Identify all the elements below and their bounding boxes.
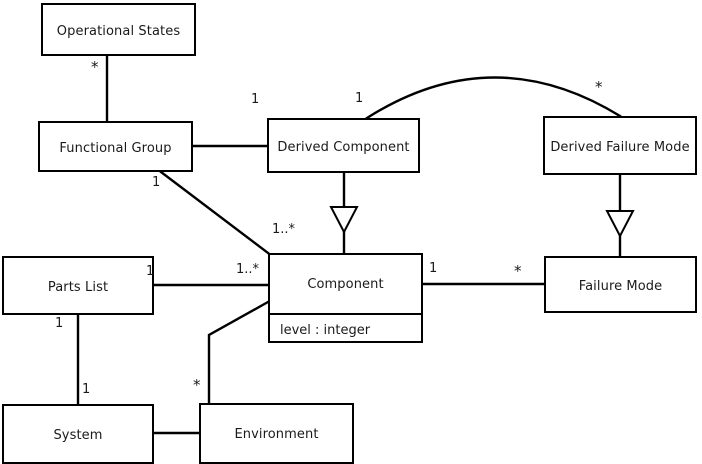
edge-component-environment: [207, 300, 270, 405]
class-derived-component[interactable]: Derived Component: [267, 118, 420, 173]
multiplicity-parts-list-bottom: 1: [55, 316, 64, 331]
class-name-operational-states: Operational States: [56, 24, 181, 39]
class-name-system: System: [53, 427, 103, 443]
generalization-edge-derivedfailuremode-failuremode: [605, 175, 635, 256]
class-failure-mode[interactable]: Failure Mode: [544, 256, 697, 313]
multiplicity-derived-component-left: 1: [251, 92, 260, 107]
class-parts-list[interactable]: Parts List: [2, 256, 154, 315]
multiplicity-component-diagonal: 1..*: [272, 222, 296, 237]
multiplicity-environment-top: *: [193, 376, 201, 394]
multiplicity-parts-list-right: 1: [146, 264, 155, 279]
multiplicity-component-left: 1..*: [236, 262, 260, 277]
multiplicity-arc-right: *: [595, 78, 603, 96]
class-attribute-component-level: level : integer: [270, 313, 421, 345]
multiplicity-system-top: 1: [82, 382, 91, 397]
multiplicity-functional-group-diagonal: 1: [152, 175, 161, 190]
class-component[interactable]: Component level : integer: [268, 253, 423, 343]
class-name-derived-component: Derived Component: [277, 140, 410, 155]
generalization-triangle-right: [605, 210, 635, 239]
generalization-edge-derivedcomponent-component: [329, 173, 359, 253]
class-functional-group[interactable]: Functional Group: [38, 121, 193, 172]
class-derived-failure-mode[interactable]: Derived Failure Mode: [543, 116, 697, 175]
edge-functionalgroup-component: [159, 170, 270, 255]
edge-arc-derivedcomponent-derivedfailuremode: [365, 76, 622, 120]
class-name-component: Component: [307, 276, 384, 292]
multiplicity-failure-mode-left: *: [514, 262, 522, 280]
class-name-environment: Environment: [234, 427, 319, 442]
class-environment[interactable]: Environment: [199, 403, 354, 464]
generalization-triangle-left: [329, 206, 359, 235]
class-name-parts-list: Parts List: [47, 280, 109, 295]
multiplicity-arc-left: 1: [355, 91, 364, 106]
class-operational-states[interactable]: Operational States: [41, 3, 196, 56]
class-name-failure-mode: Failure Mode: [578, 279, 663, 294]
association-edges: [76, 54, 622, 435]
class-system[interactable]: System: [2, 404, 154, 464]
multiplicity-operational-states-end: *: [91, 58, 99, 76]
multiplicity-component-right: 1: [429, 261, 438, 276]
class-name-functional-group: Functional Group: [59, 141, 172, 156]
class-name-derived-failure-mode: Derived Failure Mode: [550, 140, 690, 155]
